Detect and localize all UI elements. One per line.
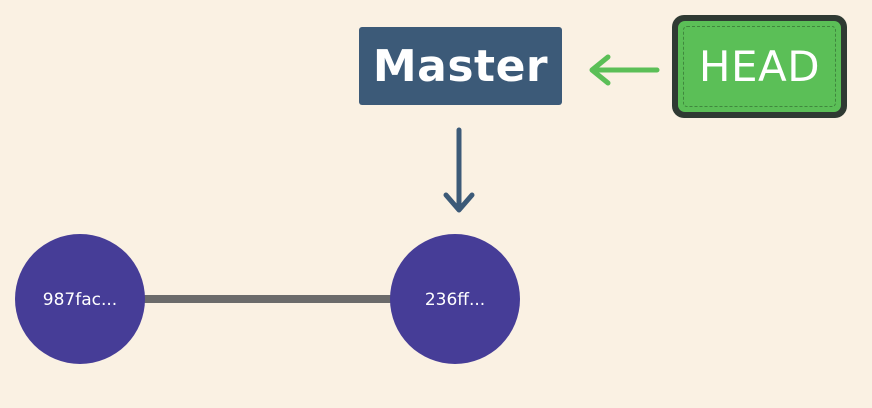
arrow-left-icon xyxy=(589,54,660,86)
head-pointer: HEAD xyxy=(672,15,847,118)
commit-circle xyxy=(15,234,145,364)
commit-node: 987fac... xyxy=(15,234,145,364)
commit-hash: 236ff... xyxy=(425,290,485,310)
head-pointer-stitching xyxy=(683,26,836,107)
branch-label-master: Master xyxy=(359,27,562,105)
arrow-down-icon xyxy=(443,127,475,213)
commit-node: 236ff... xyxy=(390,234,520,364)
branch-label-text: Master xyxy=(372,40,549,92)
commit-hash: 987fac... xyxy=(43,290,117,310)
head-pointer-inner: HEAD xyxy=(678,21,841,112)
commit-circle xyxy=(390,234,520,364)
head-pointer-label: HEAD xyxy=(698,42,821,91)
